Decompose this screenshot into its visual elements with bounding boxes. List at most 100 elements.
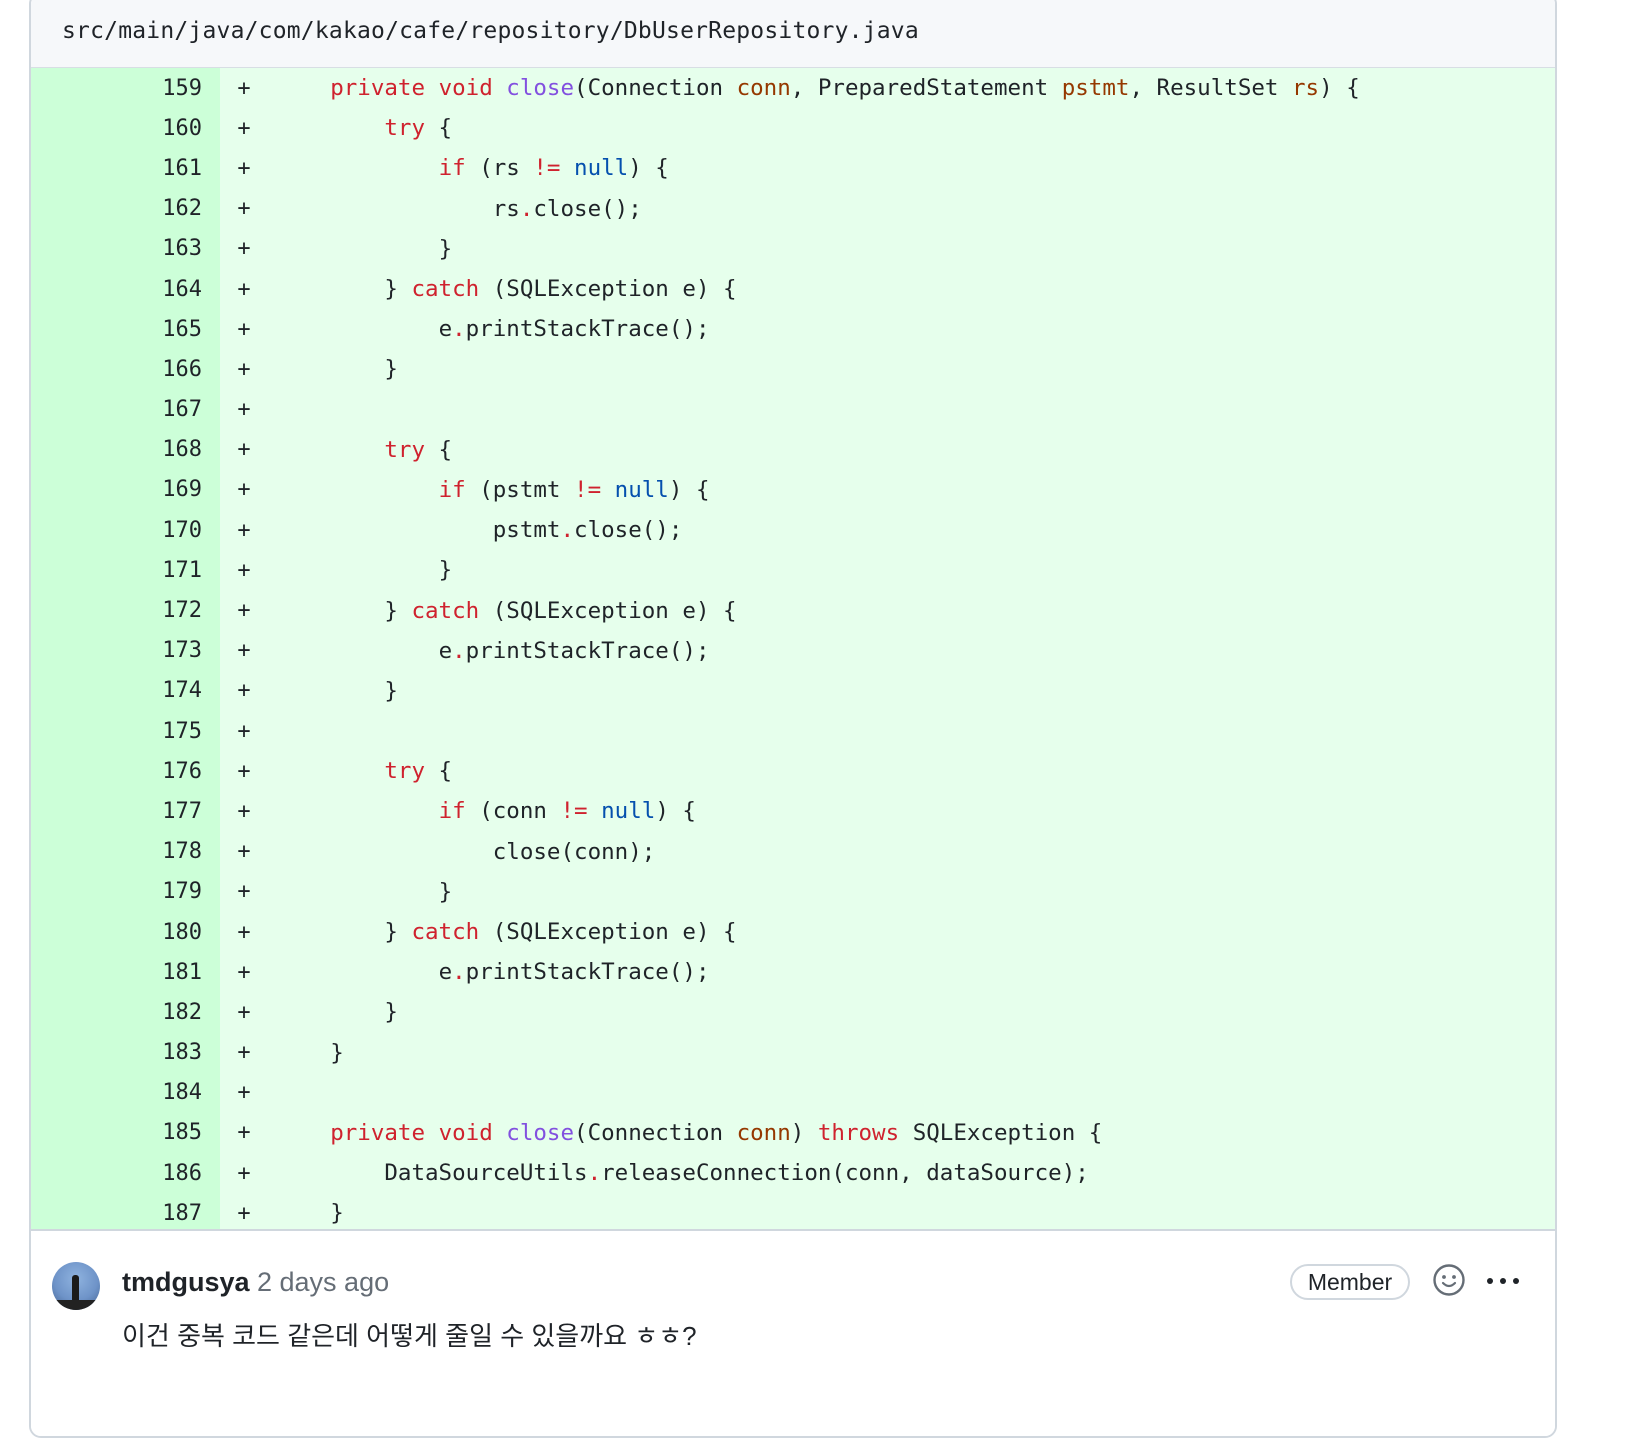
diff-line[interactable]: 180+ } catch (SQLException e) { bbox=[31, 911, 1555, 953]
diff-line[interactable]: 169+ if (pstmt != null) { bbox=[31, 469, 1555, 511]
line-number[interactable]: 161 bbox=[31, 148, 220, 189]
code-token: null bbox=[601, 798, 656, 825]
code-content: } bbox=[264, 236, 453, 262]
diff-line[interactable]: 170+ pstmt.close(); bbox=[31, 510, 1555, 551]
line-number[interactable]: 167 bbox=[31, 389, 220, 430]
diff-line[interactable]: 166+ } bbox=[31, 349, 1555, 390]
code-indent bbox=[276, 879, 439, 905]
code-token: printStackTrace(); bbox=[465, 637, 710, 664]
code-indent bbox=[276, 75, 330, 101]
line-number[interactable]: 182 bbox=[31, 992, 220, 1033]
diff-line[interactable]: 164+ } catch (SQLException e) { bbox=[31, 268, 1555, 310]
code-token: rs bbox=[492, 195, 520, 222]
code-token: throws bbox=[817, 1119, 900, 1146]
diff-line[interactable]: 161+ if (rs != null) { bbox=[31, 148, 1555, 189]
line-number[interactable]: 171 bbox=[31, 550, 220, 591]
diff-line[interactable]: 160+ try { bbox=[31, 108, 1555, 149]
line-number[interactable]: 164 bbox=[31, 268, 220, 310]
diff-line[interactable]: 186+ DataSourceUtils.releaseConnection(c… bbox=[31, 1153, 1555, 1194]
diff-line[interactable]: 162+ rs.close(); bbox=[31, 188, 1555, 229]
member-badge: Member bbox=[1290, 1264, 1410, 1300]
code-token: . bbox=[587, 1160, 602, 1187]
line-number[interactable]: 187 bbox=[31, 1193, 220, 1234]
code-token: (SQLException e) { bbox=[479, 597, 737, 624]
line-number[interactable]: 169 bbox=[31, 469, 220, 511]
diff-marker: + bbox=[237, 236, 251, 262]
code-token: (Connection bbox=[574, 1119, 737, 1146]
diff-line[interactable]: 163 + } bbox=[31, 228, 1555, 269]
comment-author[interactable]: tmdgusya bbox=[122, 1267, 250, 1297]
code-token: close(); bbox=[574, 517, 683, 544]
avatar-ground bbox=[52, 1300, 100, 1310]
code-token bbox=[493, 75, 507, 101]
code-token: pstmt bbox=[1061, 75, 1130, 102]
diff-line[interactable]: 165+ e.printStackTrace(); bbox=[31, 309, 1555, 350]
line-number[interactable]: 162 bbox=[31, 188, 220, 229]
diff-marker: + bbox=[237, 718, 251, 744]
diff-line[interactable]: 173+ e.printStackTrace(); bbox=[31, 630, 1555, 671]
line-number[interactable]: 165 bbox=[31, 309, 220, 350]
code-content: if (pstmt != null) { bbox=[264, 477, 710, 503]
diff-line[interactable]: 181+ e.printStackTrace(); bbox=[31, 952, 1555, 993]
code-token: } bbox=[384, 597, 412, 624]
line-number[interactable]: 185 bbox=[31, 1112, 220, 1154]
code-content: } bbox=[264, 557, 453, 583]
line-number[interactable]: 178 bbox=[31, 831, 220, 872]
line-number[interactable]: 177 bbox=[31, 791, 220, 832]
avatar[interactable] bbox=[52, 1262, 100, 1310]
diff-line[interactable]: 176+ try { bbox=[31, 751, 1555, 792]
line-number[interactable]: 166 bbox=[31, 349, 220, 390]
diff-line[interactable]: 179+ } bbox=[31, 871, 1555, 912]
line-number[interactable]: 163 bbox=[31, 228, 220, 269]
code-token: close(conn); bbox=[492, 838, 656, 865]
code-token: close(); bbox=[533, 195, 642, 222]
line-number[interactable]: 184 bbox=[31, 1072, 220, 1113]
line-number[interactable]: 186 bbox=[31, 1153, 220, 1194]
code-token: rs bbox=[1292, 75, 1320, 102]
line-number[interactable]: 179 bbox=[31, 871, 220, 912]
diff-line[interactable]: 182+ } bbox=[31, 992, 1555, 1033]
line-number[interactable]: 180 bbox=[31, 911, 220, 953]
line-number[interactable]: 176 bbox=[31, 751, 220, 792]
diff-line[interactable]: 167+ bbox=[31, 389, 1555, 430]
diff-line[interactable]: 175 + bbox=[31, 711, 1555, 752]
code-content: pstmt.close(); bbox=[264, 517, 683, 544]
kebab-horizontal-icon[interactable] bbox=[1483, 1266, 1523, 1296]
line-number[interactable]: 159 bbox=[31, 68, 220, 109]
diff-line[interactable]: 184+ bbox=[31, 1072, 1555, 1113]
diff-line[interactable]: 177+ if (conn != null) { bbox=[31, 791, 1555, 832]
line-number[interactable]: 168 bbox=[31, 429, 220, 470]
line-number[interactable]: 172 bbox=[31, 590, 220, 631]
diff-line[interactable]: 171+ } bbox=[31, 550, 1555, 591]
diff-line[interactable]: 174+ } bbox=[31, 670, 1555, 711]
diff-marker: + bbox=[237, 356, 251, 382]
diff-line[interactable]: 168+ try { bbox=[31, 429, 1555, 470]
comment-body: 이건 중복 코드 같은데 어떻게 줄일 수 있을까요 ㅎㅎ? bbox=[122, 1321, 697, 1351]
code-token: e bbox=[438, 959, 453, 986]
line-number[interactable]: 181 bbox=[31, 952, 220, 993]
code-token: ) { bbox=[628, 155, 669, 182]
line-number[interactable]: 170 bbox=[31, 510, 220, 551]
file-path[interactable]: src/main/java/com/kakao/cafe/repository/… bbox=[62, 18, 919, 44]
code-token: } bbox=[384, 677, 398, 704]
diff-marker: + bbox=[237, 75, 251, 101]
code-indent bbox=[276, 1120, 330, 1146]
code-token: catch bbox=[411, 919, 480, 946]
comment-timestamp[interactable]: 2 days ago bbox=[257, 1267, 390, 1297]
code-token: ) { bbox=[1319, 75, 1360, 102]
diff-line[interactable]: 183+ } bbox=[31, 1032, 1555, 1073]
code-content: } catch (SQLException e) { bbox=[264, 919, 736, 946]
diff-line[interactable]: 187+ } bbox=[31, 1193, 1555, 1234]
diff-line[interactable]: 159+ private void close(Connection conn,… bbox=[31, 68, 1555, 109]
line-number[interactable]: 175 bbox=[31, 711, 220, 752]
diff-line[interactable]: 178+ close(conn); bbox=[31, 831, 1555, 872]
diff-line[interactable]: 185+ private void close(Connection conn)… bbox=[31, 1112, 1555, 1154]
line-number[interactable]: 183 bbox=[31, 1032, 220, 1073]
diff-line[interactable]: 172+ } catch (SQLException e) { bbox=[31, 590, 1555, 631]
code-indent bbox=[276, 437, 384, 463]
smiley-icon[interactable] bbox=[1432, 1263, 1466, 1297]
line-number[interactable]: 173 bbox=[31, 630, 220, 671]
line-number[interactable]: 174 bbox=[31, 670, 220, 711]
code-indent bbox=[276, 477, 439, 503]
line-number[interactable]: 160 bbox=[31, 108, 220, 149]
